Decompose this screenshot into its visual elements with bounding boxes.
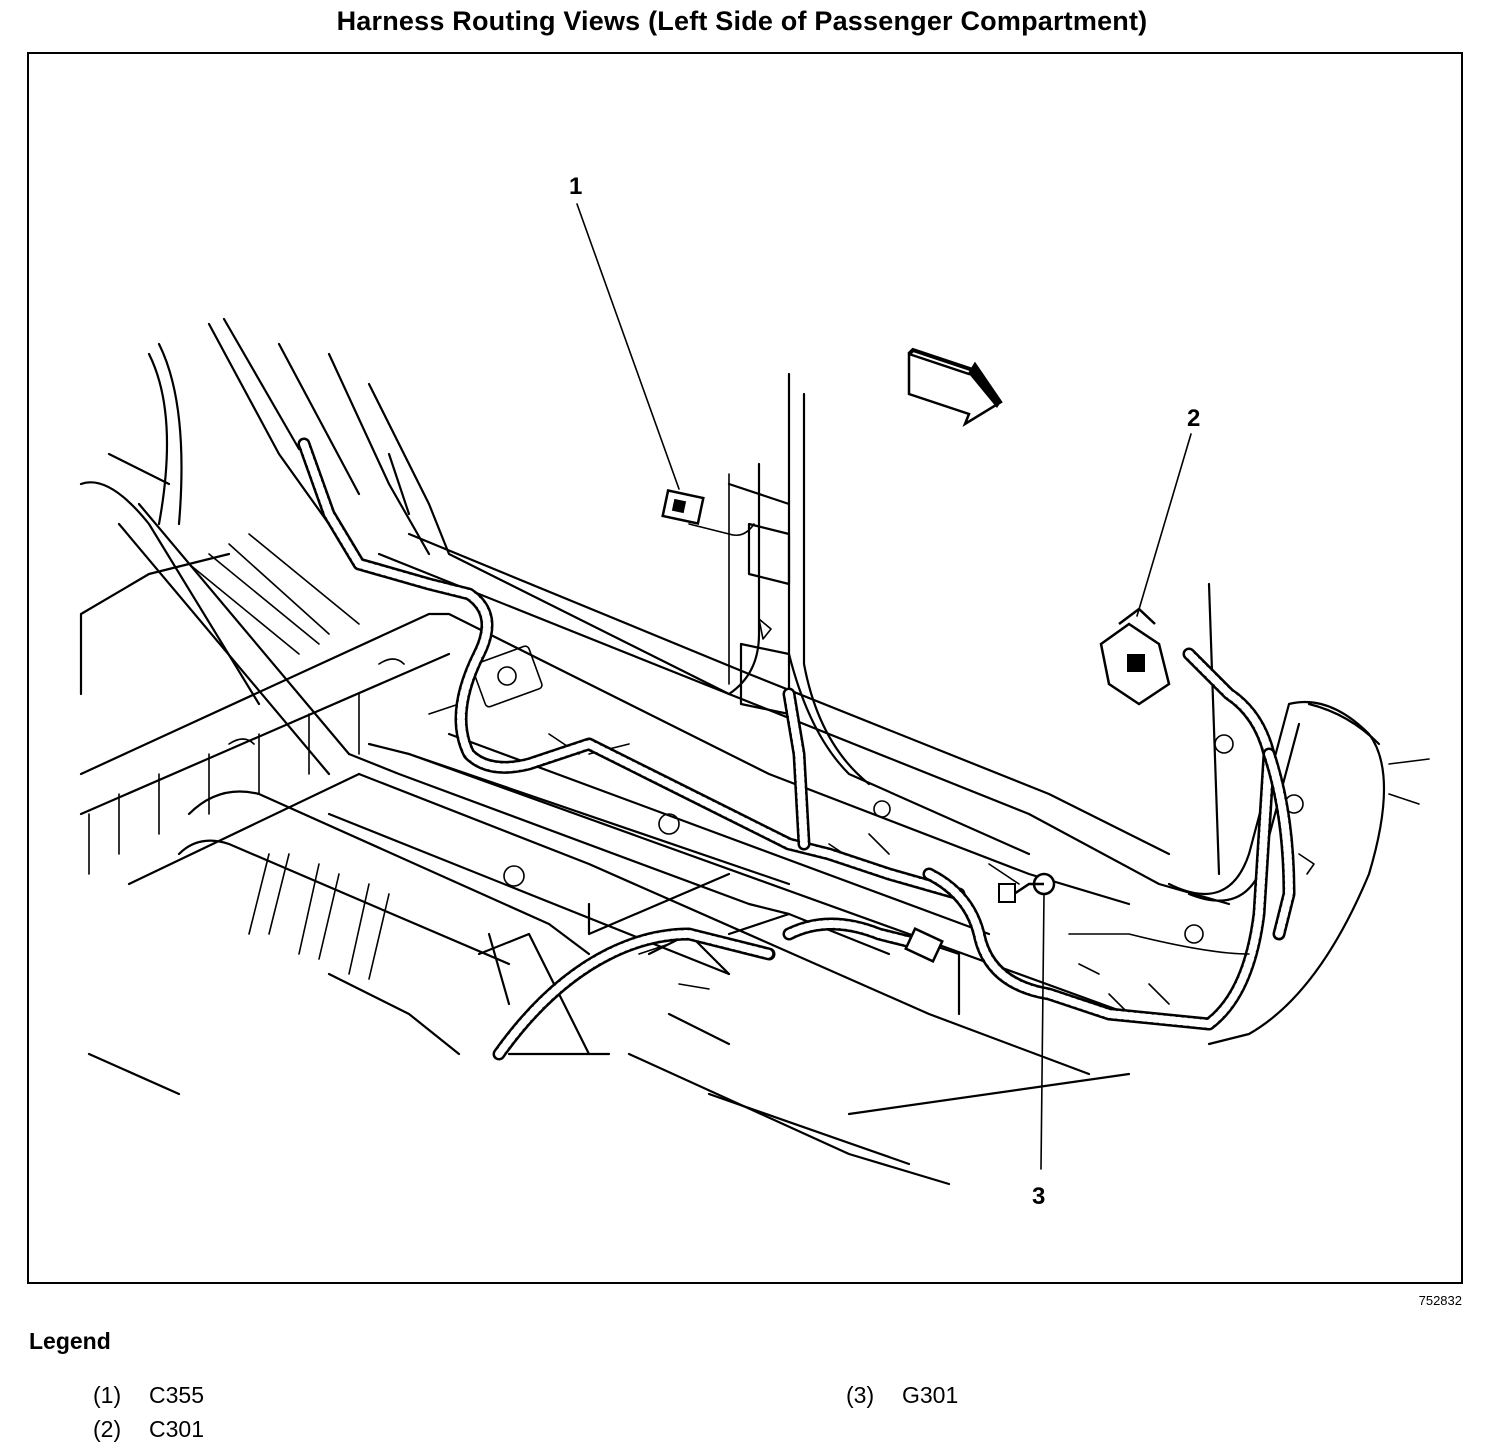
callout-3-label: 3 bbox=[1032, 1183, 1045, 1210]
legend-item-c301: (2) C301 bbox=[93, 1416, 204, 1443]
diagram-title: Harness Routing Views (Left Side of Pass… bbox=[336, 6, 1148, 36]
wiring-harness bbox=[297, 437, 1296, 1061]
legend-item-text: C301 bbox=[149, 1416, 204, 1442]
legend-item-number: (3) bbox=[846, 1382, 875, 1408]
legend-item-g301: (3) G301 bbox=[846, 1382, 958, 1409]
harness-routing-illustration: 1 2 3 bbox=[79, 173, 1430, 1210]
legend-heading: Legend bbox=[29, 1328, 111, 1354]
forward-direction-arrow-icon bbox=[907, 347, 1003, 428]
inline-connector bbox=[904, 927, 944, 963]
callout-leaders bbox=[576, 203, 1192, 1170]
connector-c301 bbox=[1099, 607, 1171, 706]
figure-id: 752832 bbox=[1418, 1293, 1462, 1308]
figure-frame: 1 2 3 bbox=[27, 52, 1463, 1284]
connector-c355 bbox=[661, 489, 705, 525]
legend-item-text: C355 bbox=[149, 1382, 204, 1408]
callout-2-label: 2 bbox=[1187, 405, 1200, 432]
ground-g301 bbox=[998, 872, 1056, 903]
legend-item-c355: (1) C355 bbox=[93, 1382, 204, 1409]
legend-item-number: (1) bbox=[93, 1382, 122, 1408]
legend-item-text: G301 bbox=[902, 1382, 959, 1408]
floor-pan-structure bbox=[79, 317, 1430, 1186]
legend-item-number: (2) bbox=[93, 1416, 122, 1442]
callout-1-label: 1 bbox=[569, 173, 582, 200]
